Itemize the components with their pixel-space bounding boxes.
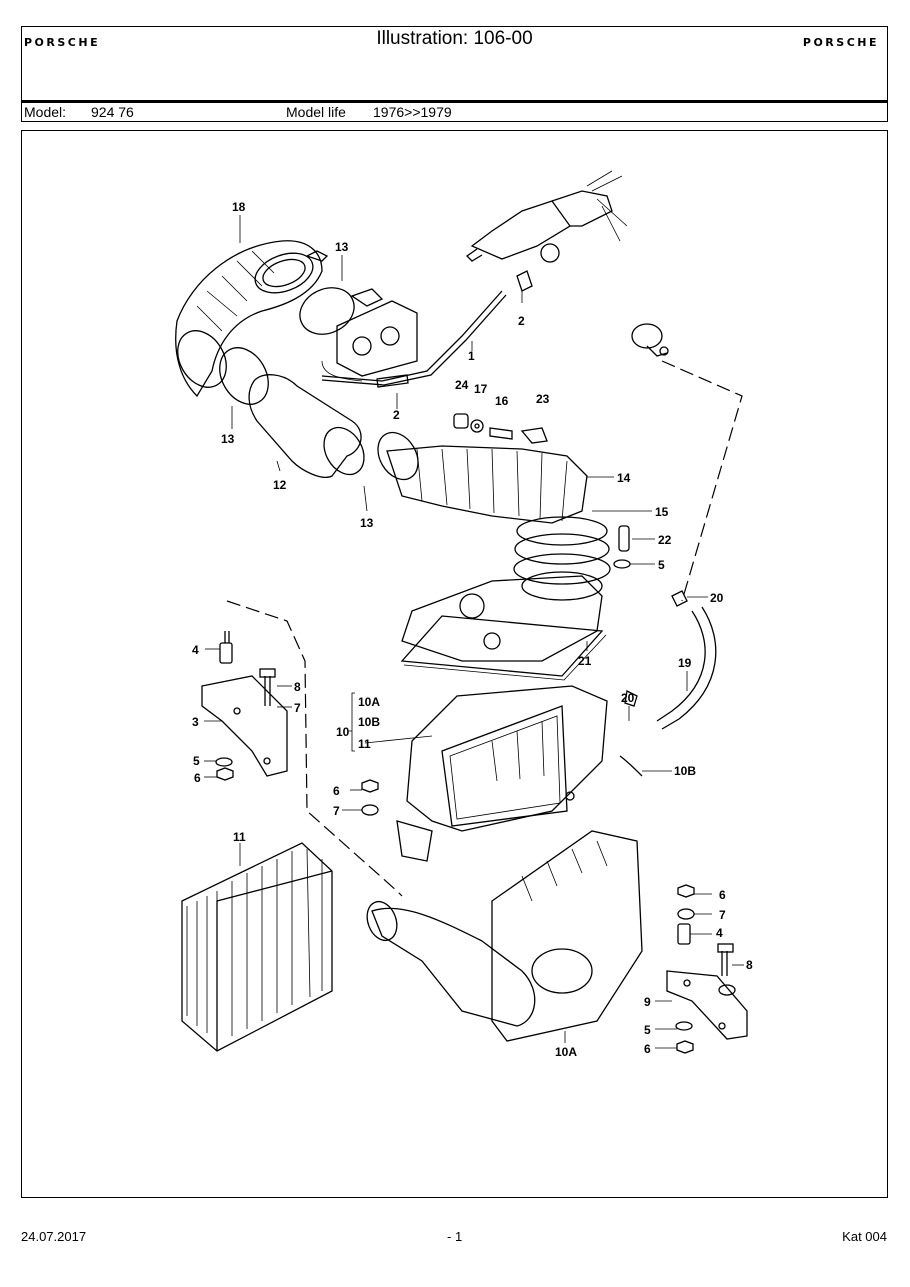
callout-5-right: 5 <box>644 1023 651 1037</box>
porsche-logo-left: PORSCHE <box>24 36 101 49</box>
injector-drawing <box>465 170 628 292</box>
bellows-14-drawing <box>386 445 611 585</box>
callout-19: 19 <box>678 656 692 670</box>
callout-3: 3 <box>192 715 199 729</box>
filter-element-drawing <box>181 842 333 1052</box>
filter-housing-lower-drawing <box>366 830 643 1042</box>
model-life-value: 1976>>1979 <box>373 104 452 120</box>
callout-18: 18 <box>232 200 246 214</box>
model-value: 924 76 <box>91 104 134 120</box>
callout-20: 20 <box>710 591 724 605</box>
footer-catalog: Kat 004 <box>842 1229 887 1244</box>
callout-8-right: 8 <box>746 958 753 972</box>
callout-13-left: 13 <box>221 432 235 446</box>
callout-4-right: 4 <box>716 926 723 940</box>
callout-10A-bottom: 10A <box>555 1045 577 1059</box>
throttle-housing-drawing <box>299 287 418 382</box>
callout-6-right: 6 <box>719 888 726 902</box>
callout-5-left: 5 <box>193 754 200 768</box>
callout-17: 17 <box>474 382 488 396</box>
callout-14: 14 <box>617 471 631 485</box>
footer-page-number: - 1 <box>447 1229 463 1244</box>
callout-9: 9 <box>644 995 651 1009</box>
model-label: Model: <box>24 104 67 120</box>
cap-drawing <box>631 323 669 357</box>
callout-13-mid: 13 <box>360 516 374 530</box>
intake-bellows-drawing <box>175 240 419 481</box>
callout-21: 21 <box>578 654 592 668</box>
callout-4-left: 4 <box>192 643 199 657</box>
callout-24: 24 <box>455 378 469 392</box>
air-flow-housing-drawing <box>400 571 607 681</box>
callout-7-left: 7 <box>294 701 301 715</box>
callout-23: 23 <box>536 392 550 406</box>
callout-15: 15 <box>655 505 669 519</box>
callout-13: 13 <box>335 240 349 254</box>
callout-2: 2 <box>518 314 525 328</box>
callout-12: 12 <box>273 478 287 492</box>
callout-10: 10 <box>336 725 350 739</box>
bracket-9-drawing <box>666 923 748 1040</box>
illustration-frame: 18 13 2 1 13 2 24 17 16 23 14 12 13 15 <box>21 130 888 1198</box>
header: PORSCHE Illustration: 106-00 PORSCHE Mod… <box>21 26 888 122</box>
callout-16: 16 <box>495 394 509 408</box>
callout-2-lower: 2 <box>393 408 400 422</box>
callout-1: 1 <box>468 349 475 363</box>
callout-11: 11 <box>233 830 246 844</box>
model-life-label: Model life <box>286 104 346 120</box>
porsche-logo-right: PORSCHE <box>802 36 879 49</box>
callout-6-mid: 6 <box>333 784 340 798</box>
callout-7-right: 7 <box>719 908 726 922</box>
callout-20-lower: 20 <box>621 691 635 705</box>
callouts: 18 13 2 1 13 2 24 17 16 23 14 12 13 15 <box>192 200 753 1059</box>
callout-6-left: 6 <box>194 771 201 785</box>
callout-10B-right: 10B <box>674 764 696 778</box>
callout-6-bottom: 6 <box>644 1042 651 1056</box>
exploded-parts-diagram: 18 13 2 1 13 2 24 17 16 23 14 12 13 15 <box>175 170 753 1059</box>
callout-10A: 10A <box>358 695 380 709</box>
header-divider <box>22 100 887 103</box>
callout-10B: 10B <box>358 715 380 729</box>
callout-8-left: 8 <box>294 680 301 694</box>
callout-11-group: 11 <box>358 737 371 751</box>
bracket-3-drawing <box>201 631 288 777</box>
footer-date: 24.07.2017 <box>21 1229 87 1244</box>
callout-5: 5 <box>658 558 665 572</box>
filter-housing-upper-drawing <box>396 685 608 862</box>
callout-7-mid: 7 <box>333 804 340 818</box>
callout-22: 22 <box>658 533 672 547</box>
page-title: Illustration: 106-00 <box>376 28 533 49</box>
